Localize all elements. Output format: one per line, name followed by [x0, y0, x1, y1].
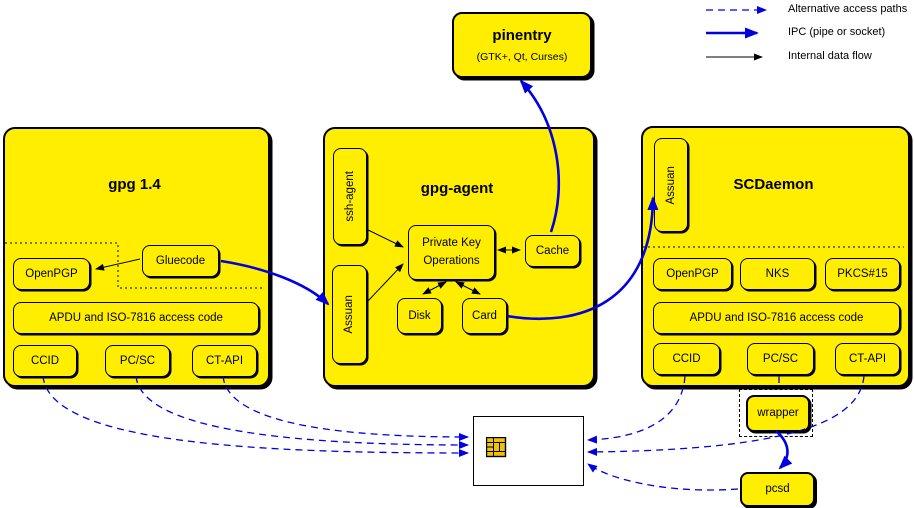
legend-internal-flow-label: Internal data flow [788, 50, 872, 62]
private-key-operations-node: Private Key Operations [408, 225, 495, 280]
card-label: Card [472, 309, 497, 322]
scdaemon-apdu-node: APDU and ISO-7816 access code [653, 302, 900, 334]
pkcs15-label: PKCS#15 [837, 267, 888, 280]
scdaemon-pkcs15-node: PKCS#15 [825, 258, 900, 290]
scdaemon-openpgp-node: OpenPGP [653, 258, 732, 290]
cache-node: Cache [525, 235, 580, 267]
wrapper-node: wrapper [746, 395, 810, 432]
disk-label: Disk [408, 309, 431, 322]
pko-label-line2: Operations [423, 255, 480, 267]
alt-pcsd-to-card [587, 463, 739, 491]
scdaemon-ccid-label: CCID [672, 352, 701, 365]
scdaemon-ccid-node: CCID [653, 343, 720, 375]
pcsd-node: pcsd [740, 472, 815, 507]
scdaemon-openpgp-label: OpenPGP [666, 267, 719, 280]
scdaemon-assuan-label: Assuan [664, 165, 677, 205]
pko-label-line1: Private Key [422, 237, 481, 250]
gpg-agent-ssh-agent-node: ssh-agent [333, 148, 367, 245]
gpg14-openpgp-node: OpenPGP [13, 258, 90, 290]
chip-icon [486, 437, 507, 458]
alt-scdaemon-ctapi-to-card [587, 375, 865, 456]
gpg-agent-assuan-label: Assuan [343, 295, 356, 334]
wrapper-label: wrapper [757, 407, 799, 420]
pinentry-subtitle: (GTK+, Qt, Curses) [476, 51, 568, 63]
gpg14-pcsc-label: PC/SC [119, 354, 156, 367]
scdaemon-pcsc-label: PC/SC [762, 352, 799, 365]
card-node: Card [462, 298, 507, 334]
gpg-agent-title: gpg-agent [420, 180, 494, 197]
gpg14-apdu-label: APDU and ISO-7816 access code [49, 311, 223, 324]
smartcard [473, 416, 584, 486]
gpg14-ctapi-label: CT-API [205, 354, 244, 367]
legend-ipc-label: IPC (pipe or socket) [788, 26, 886, 38]
gpg14-pcsc-node: PC/SC [105, 345, 170, 377]
gpg14-ccid-label: CCID [30, 354, 60, 367]
scdaemon-ctapi-label: CT-API [848, 352, 887, 365]
pcsd-label: pcsd [765, 483, 790, 496]
gpg14-gluecode-label: Gluecode [155, 254, 206, 267]
disk-node: Disk [397, 298, 442, 334]
scdaemon-ctapi-node: CT-API [835, 343, 900, 375]
alt-gpg14-ccid-to-card [42, 375, 469, 457]
gpg14-apdu-node: APDU and ISO-7816 access code [13, 302, 259, 334]
gpg14-ctapi-node: CT-API [192, 345, 257, 377]
pinentry-box: pinentry (GTK+, Qt, Curses) [452, 12, 592, 78]
scdaemon-assuan-node: Assuan [654, 138, 688, 232]
scdaemon-nks-node: NKS [740, 258, 815, 290]
gpg14-ccid-node: CCID [13, 345, 77, 377]
gpg14-gluecode-node: Gluecode [142, 245, 219, 277]
ssh-agent-label: ssh-agent [343, 171, 356, 222]
gpg14-title: gpg 1.4 [108, 176, 161, 193]
scdaemon-pcsc-node: PC/SC [747, 343, 814, 375]
pinentry-title: pinentry [492, 27, 552, 44]
nks-label: NKS [765, 267, 790, 280]
gpg-agent-assuan-node: Assuan [332, 265, 367, 364]
legend-alternative-access-label: Alternative access paths [788, 3, 908, 15]
scdaemon-apdu-label: APDU and ISO-7816 access code [689, 311, 864, 324]
gpg14-openpgp-label: OpenPGP [25, 267, 78, 280]
cache-label: Cache [535, 244, 570, 257]
scdaemon-title: SCDaemon [733, 176, 814, 193]
